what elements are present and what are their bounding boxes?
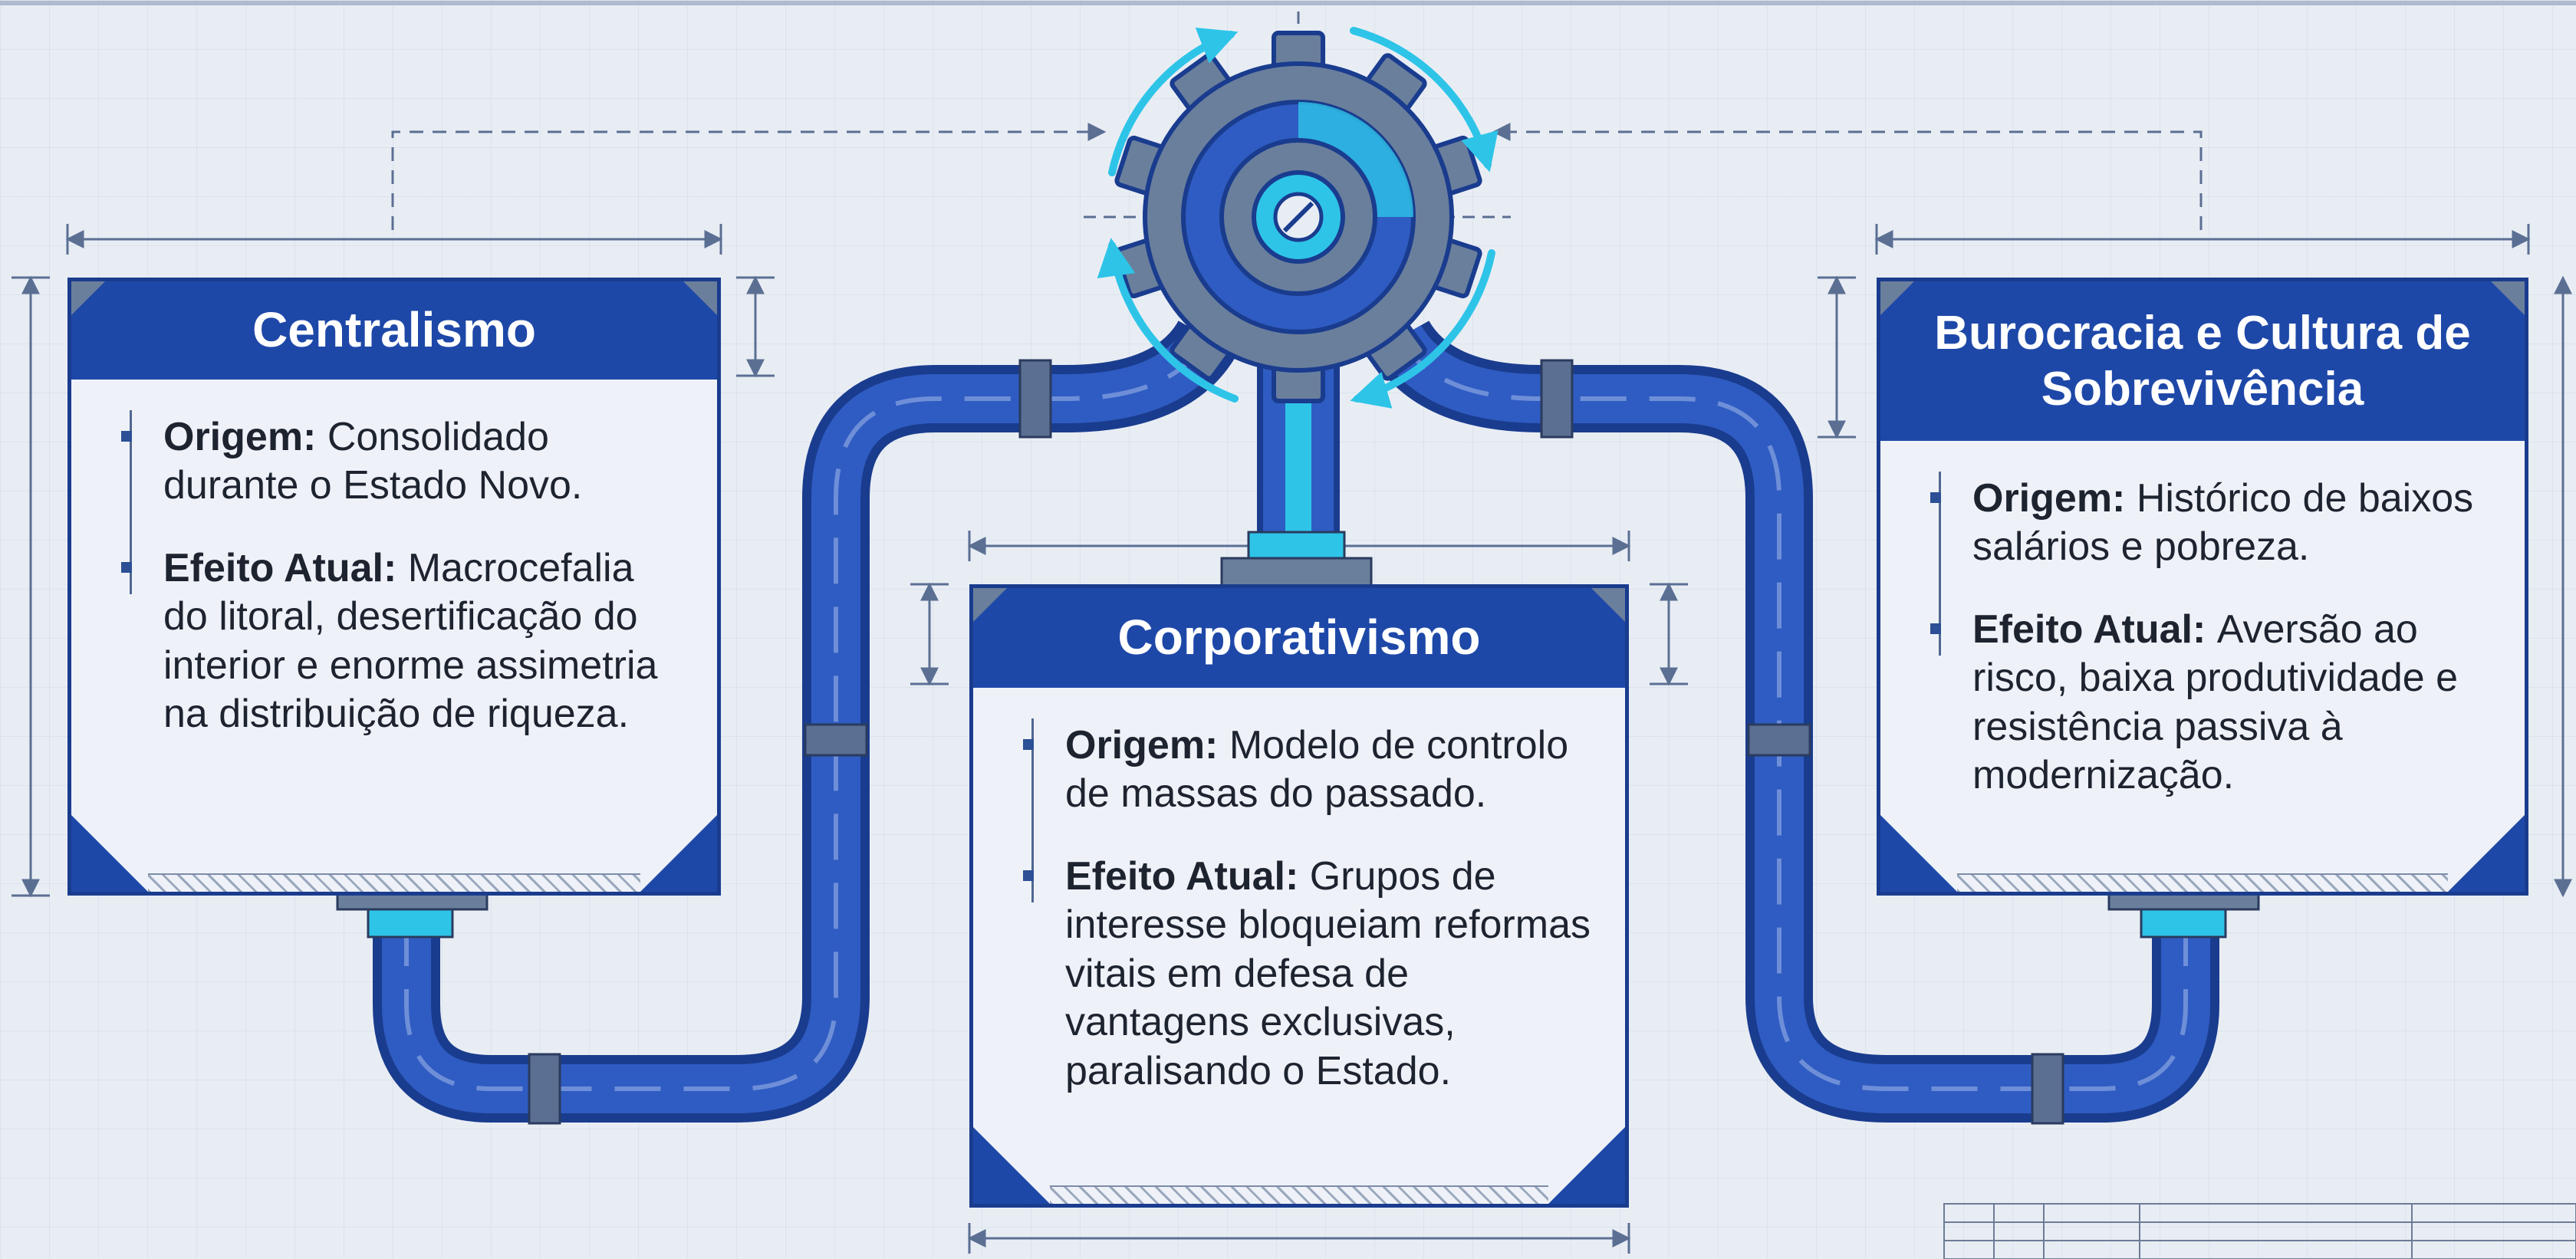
item-label: Efeito Atual: [163,545,408,590]
bullet-icon [1023,869,1034,881]
card-corporativismo: Corporativismo Origem: Modelo de control… [969,584,1629,1208]
item-origem: Origem: Modelo de controlo de massas do … [1023,722,1594,819]
item-label: Origem: [1065,723,1229,768]
corner-decoration [1880,815,1957,892]
bullet-icon [1930,623,1941,634]
corner-decoration [1548,1127,1625,1204]
item-efeito-atual: Efeito Atual: Aversão ao risco, baixa pr… [1930,606,2494,800]
leader-line-left [391,123,1107,230]
item-text: Aversão ao risco, baixa produtividade e … [1972,606,2459,798]
card-title: Burocracia e Cultura de Sobrevivência [1880,281,2525,441]
hatch-strip [148,873,640,892]
leader-line-right [1492,123,2203,230]
corner-decoration [640,815,717,892]
card-title: Corporativismo [973,588,1625,688]
item-label: Efeito Atual: [1972,606,2217,652]
item-label: Origem: [1972,476,2137,521]
item-origem: Origem: Consolidado durante o Estado Nov… [121,413,686,511]
item-label: Origem: [163,415,327,459]
dimension-lines [12,224,2572,1254]
corner-decoration [2448,815,2525,892]
title-block [1943,1203,2576,1259]
hatch-strip [1957,873,2448,892]
item-origem: Origem: Histórico de baixos salários e p… [1930,475,2494,572]
item-efeito-atual: Efeito Atual: Grupos de interesse bloque… [1023,853,1594,1096]
card-title: Centralismo [71,281,717,380]
card-burocracia: Burocracia e Cultura de Sobrevivência Or… [1877,278,2528,896]
bullet-icon [121,431,132,442]
cycle-arrows-icon [1097,27,1499,409]
corner-decoration [71,815,148,892]
pipe-network [373,258,2219,1123]
gear-icon [1114,31,1482,403]
item-text: Grupos de interesse bloqueiam reformas v… [1065,853,1591,1093]
bullet-icon [1930,492,1941,503]
item-label: Efeito Atual: [1065,853,1310,899]
pipe-clamps [528,359,2064,1125]
bullet-icon [121,561,132,573]
item-text: Consolidado durante o Estado Novo. [163,415,583,508]
item-text: Modelo de controlo de massas do passado. [1065,723,1569,817]
hatch-strip [1050,1185,1548,1204]
item-efeito-atual: Efeito Atual: Macrocefalia do litoral, d… [121,544,686,739]
item-text: Histórico de baixos salários e pobreza. [1972,476,2474,570]
corner-decoration [973,1127,1050,1204]
item-text: Macrocefalia do litoral, desertificação … [163,545,658,737]
card-centralismo: Centralismo Origem: Consolidado durante … [67,278,721,896]
bullet-icon [1023,739,1034,750]
